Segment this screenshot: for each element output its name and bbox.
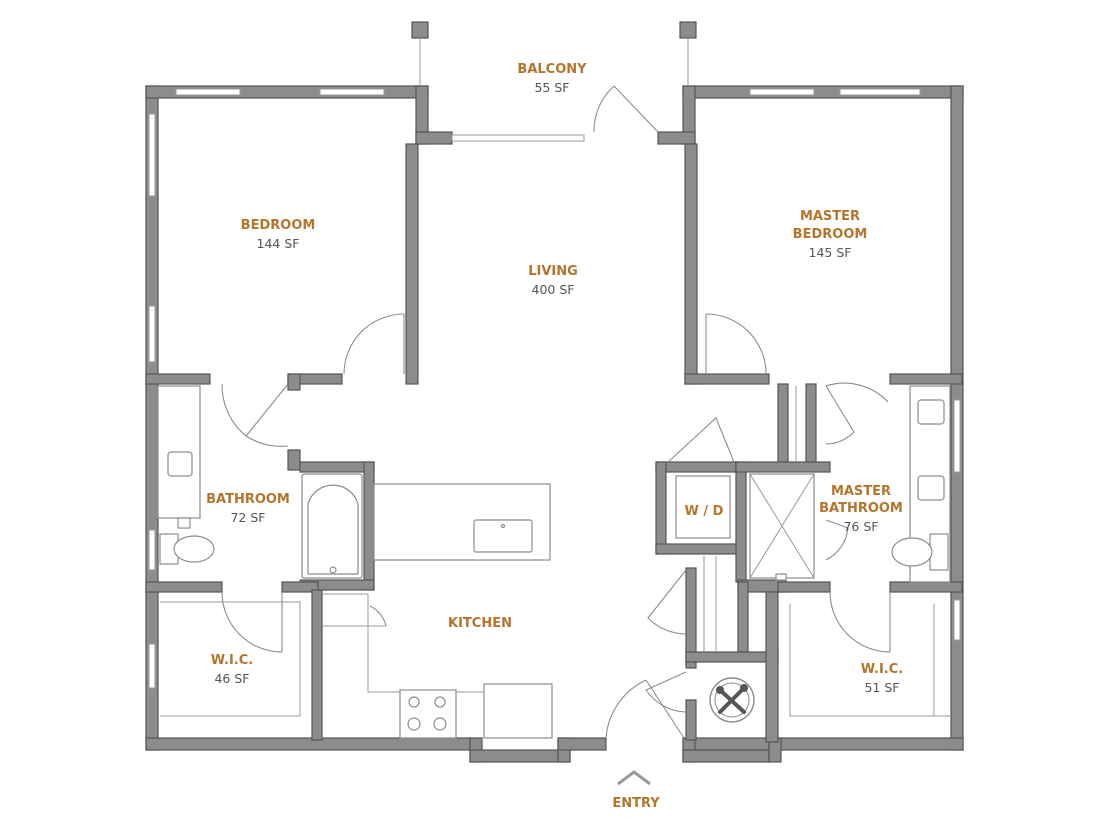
master-bedroom-label-line2: BEDROOM [793, 227, 868, 242]
wic-right-label: W.I.C. [861, 662, 903, 677]
sink-icon [917, 475, 945, 501]
wd-label: W / D [685, 504, 724, 519]
master-bathroom-area: 76 SF [843, 519, 878, 534]
living-area: 400 SF [532, 282, 575, 297]
master-bedroom-label-line1: MASTER [800, 209, 860, 224]
toilet-icon [891, 533, 949, 571]
wic-left-area: 46 SF [214, 671, 249, 686]
bathtub-icon [301, 473, 363, 579]
refrigerator [483, 683, 553, 739]
balcony-area: 55 SF [534, 80, 569, 95]
bathroom-area: 72 SF [230, 510, 265, 525]
entry-label: ENTRY [612, 796, 660, 811]
sink-icon [473, 519, 533, 553]
sink-icon [917, 399, 945, 425]
windows [148, 38, 961, 689]
balcony-label: BALCONY [517, 62, 587, 77]
bedroom-area: 144 SF [257, 236, 300, 251]
entry-arrow-icon [617, 770, 651, 786]
master-bathroom-label-line2: BATHROOM [819, 501, 903, 516]
master-bedroom-area: 145 SF [809, 245, 852, 260]
living-label: LIVING [528, 264, 578, 279]
toilet-icon [159, 533, 215, 565]
cooktop-icon [399, 689, 457, 739]
master-bathroom-label-line1: MASTER [831, 484, 891, 499]
kitchen-label: KITCHEN [448, 616, 512, 631]
sink-icon [167, 451, 193, 477]
utility-tools-icon [709, 677, 755, 723]
bedroom-label: BEDROOM [241, 218, 316, 233]
fixtures [157, 385, 951, 739]
shower-icon [749, 473, 815, 581]
bathroom-label: BATHROOM [206, 492, 290, 507]
wic-left-label: W.I.C. [211, 653, 253, 668]
interior-walls [145, 143, 963, 743]
wic-right-area: 51 SF [864, 680, 899, 695]
